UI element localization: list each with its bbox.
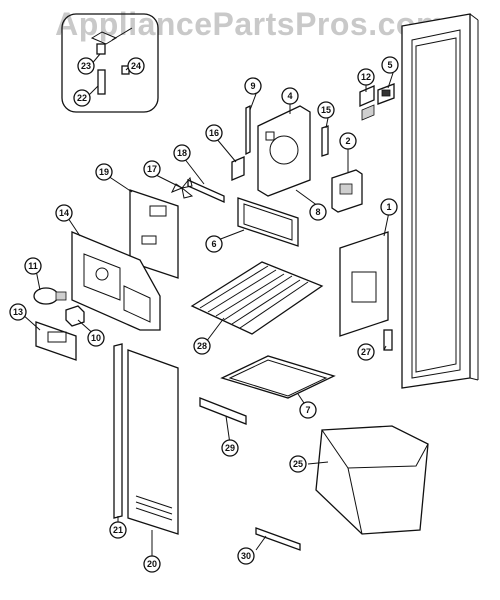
svg-text:8: 8 xyxy=(315,207,320,217)
part-4 xyxy=(257,105,311,197)
svg-text:28: 28 xyxy=(197,341,207,351)
callout-29: 29 xyxy=(221,439,239,457)
svg-text:14: 14 xyxy=(59,208,69,218)
svg-text:7: 7 xyxy=(305,405,310,415)
svg-text:10: 10 xyxy=(91,333,101,343)
part-15 xyxy=(321,125,329,157)
part-30 xyxy=(255,527,301,551)
svg-text:18: 18 xyxy=(177,148,187,158)
part-5 xyxy=(377,83,395,105)
callout-23: 23 xyxy=(77,57,95,75)
callout-24: 24 xyxy=(127,57,145,75)
svg-text:22: 22 xyxy=(77,93,87,103)
part-18 xyxy=(187,178,225,204)
svg-text:30: 30 xyxy=(241,551,251,561)
part-2 xyxy=(331,169,363,213)
callout-12: 12 xyxy=(357,68,375,86)
svg-text:2: 2 xyxy=(345,136,350,146)
part-29 xyxy=(199,397,247,425)
svg-text:13: 13 xyxy=(13,307,23,317)
callout-13: 13 xyxy=(9,303,27,321)
callout-22: 22 xyxy=(73,89,91,107)
callout-18: 18 xyxy=(173,144,191,162)
part-21 xyxy=(113,343,123,519)
callout-1: 1 xyxy=(380,198,398,216)
part-7 xyxy=(220,355,336,399)
callout-21: 21 xyxy=(109,521,127,539)
svg-text:16: 16 xyxy=(209,128,219,138)
part-12 xyxy=(359,85,375,121)
callout-10: 10 xyxy=(87,329,105,347)
callout-27: 27 xyxy=(357,343,375,361)
svg-text:12: 12 xyxy=(361,72,371,82)
part-27 xyxy=(383,329,393,351)
callout-2: 2 xyxy=(339,132,357,150)
callout-15: 15 xyxy=(317,101,335,119)
callout-28: 28 xyxy=(193,337,211,355)
part-28 xyxy=(190,261,324,335)
svg-text:1: 1 xyxy=(386,202,391,212)
svg-text:25: 25 xyxy=(293,459,303,469)
svg-text:21: 21 xyxy=(113,525,123,535)
svg-text:29: 29 xyxy=(225,443,235,453)
part-13 xyxy=(35,321,77,361)
part-9 xyxy=(245,104,251,156)
callout-5: 5 xyxy=(381,56,399,74)
svg-text:17: 17 xyxy=(147,164,157,174)
svg-text:24: 24 xyxy=(131,61,141,71)
callout-20: 20 xyxy=(143,555,161,573)
callout-4: 4 xyxy=(281,87,299,105)
callout-25: 25 xyxy=(289,455,307,473)
svg-text:5: 5 xyxy=(387,60,392,70)
part-19 xyxy=(129,189,179,279)
cabinet-door-frame xyxy=(401,13,479,389)
part-25 xyxy=(315,425,429,535)
part-6 xyxy=(237,197,299,247)
callout-17: 17 xyxy=(143,160,161,178)
part-1 xyxy=(339,231,389,337)
inset-box xyxy=(61,13,159,113)
callout-9: 9 xyxy=(244,77,262,95)
svg-text:27: 27 xyxy=(361,347,371,357)
leader-lines xyxy=(21,27,395,562)
callout-7: 7 xyxy=(299,401,317,419)
svg-text:19: 19 xyxy=(99,167,109,177)
part-16 xyxy=(231,156,245,181)
callout-11: 11 xyxy=(24,257,42,275)
callout-19: 19 xyxy=(95,163,113,181)
part-20 xyxy=(127,349,179,535)
svg-text:20: 20 xyxy=(147,559,157,569)
callout-30: 30 xyxy=(237,547,255,565)
svg-text:11: 11 xyxy=(28,261,38,271)
callout-14: 14 xyxy=(55,204,73,222)
part-14 xyxy=(71,231,161,331)
svg-text:4: 4 xyxy=(287,91,292,101)
svg-text:23: 23 xyxy=(81,61,91,71)
svg-text:15: 15 xyxy=(321,105,331,115)
svg-text:9: 9 xyxy=(250,81,255,91)
part-11 xyxy=(33,287,67,305)
callout-8: 8 xyxy=(309,203,327,221)
callout-6: 6 xyxy=(205,235,223,253)
svg-text:6: 6 xyxy=(211,239,216,249)
callout-16: 16 xyxy=(205,124,223,142)
